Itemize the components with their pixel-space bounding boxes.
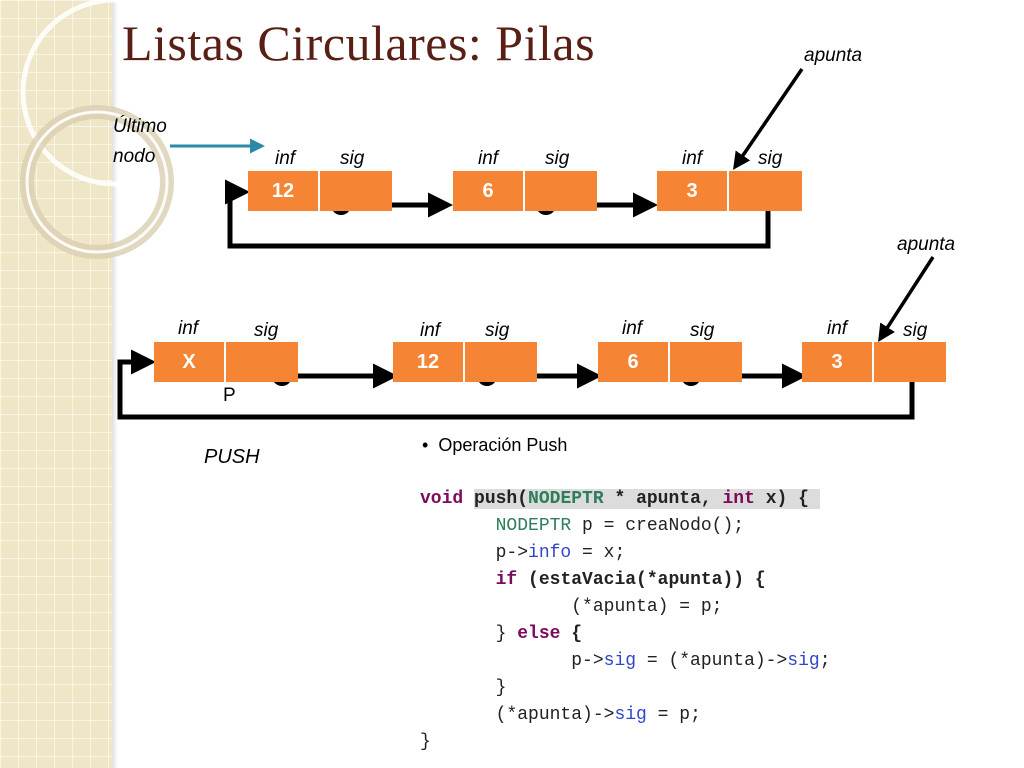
code-line-6: } else { (495, 624, 583, 644)
top-node-1-inf: 12 (248, 171, 320, 211)
decorative-circles (20, 0, 200, 259)
code-line-2: NODEPTR p = creaNodo(); (495, 516, 745, 536)
top-node-2-inf-header: inf (478, 148, 499, 169)
apunta-bottom-label: apunta (897, 234, 956, 255)
code-line-3: p->info = x; (495, 543, 626, 563)
top-node-3-sig-header: sig (758, 148, 783, 169)
code-line-9: (*apunta)->sig = p; (495, 705, 701, 725)
bottom-node-3-inf-header: inf (622, 318, 643, 339)
bottom-node-3-inf: 6 (598, 342, 670, 382)
apunta-bottom-arrow (878, 256, 935, 342)
ultimo-line-2: nodo (113, 146, 156, 167)
top-node-3-sig (729, 171, 802, 211)
bottom-node-2-sig (465, 342, 537, 382)
code-line-8: } (495, 678, 507, 698)
bottom-node-3-sig (670, 342, 742, 382)
apunta-top-label: apunta (804, 45, 863, 66)
bottom-node-4-sig (874, 342, 946, 382)
p-label: P (223, 385, 236, 406)
bottom-node-1-sig-header: sig (254, 320, 279, 341)
code-block: void push(NODEPTR * apunta, int x) { NOD… (420, 486, 831, 756)
bottom-node-2-inf-header: inf (420, 320, 441, 341)
apunta-top-arrow (733, 68, 804, 170)
bottom-node-1-inf-header: inf (178, 318, 199, 339)
top-node-1-sig (320, 171, 392, 211)
code-line-4: if (estaVacia(*apunta)) { (495, 570, 766, 590)
slide-title: Listas Circulares: Pilas (122, 15, 596, 71)
code-line-10: } (420, 732, 431, 752)
top-node-2-sig-header: sig (545, 148, 570, 169)
bottom-node-4-inf: 3 (802, 342, 874, 382)
top-node-3-inf-header: inf (682, 148, 703, 169)
bottom-circular-link (117, 349, 915, 420)
top-node-1-inf-header: inf (275, 148, 296, 169)
side-band-shadow (112, 0, 118, 768)
bullet-text: Operación Push (438, 435, 568, 455)
ultimo-line-1: Último (113, 116, 167, 137)
code-line-5: (*apunta) = p; (571, 597, 723, 617)
top-node-3-inf: 3 (657, 171, 729, 211)
bullet-marker: • (422, 435, 439, 455)
bottom-node-2-inf: 12 (393, 342, 465, 382)
top-node-1-sig-header: sig (340, 148, 365, 169)
push-label: PUSH (204, 446, 260, 468)
top-circular-link (225, 179, 771, 249)
ultimo-nodo-label: Último nodo (113, 112, 167, 172)
top-node-2-sig (525, 171, 597, 211)
code-line-7: p->sig = (*apunta)->sig; (571, 651, 831, 671)
bullet-operacion-push: • Operación Push (422, 435, 567, 456)
bottom-node-4-inf-header: inf (827, 318, 848, 339)
bottom-node-2-sig-header: sig (485, 320, 510, 341)
bottom-node-4-sig-header: sig (903, 320, 928, 341)
bottom-node-1-inf: X (154, 342, 226, 382)
code-line-1: void push(NODEPTR * apunta, int x) { (420, 486, 831, 513)
top-node-2-inf: 6 (453, 171, 525, 211)
bottom-node-3-sig-header: sig (690, 320, 715, 341)
bottom-node-1-sig (226, 342, 298, 382)
